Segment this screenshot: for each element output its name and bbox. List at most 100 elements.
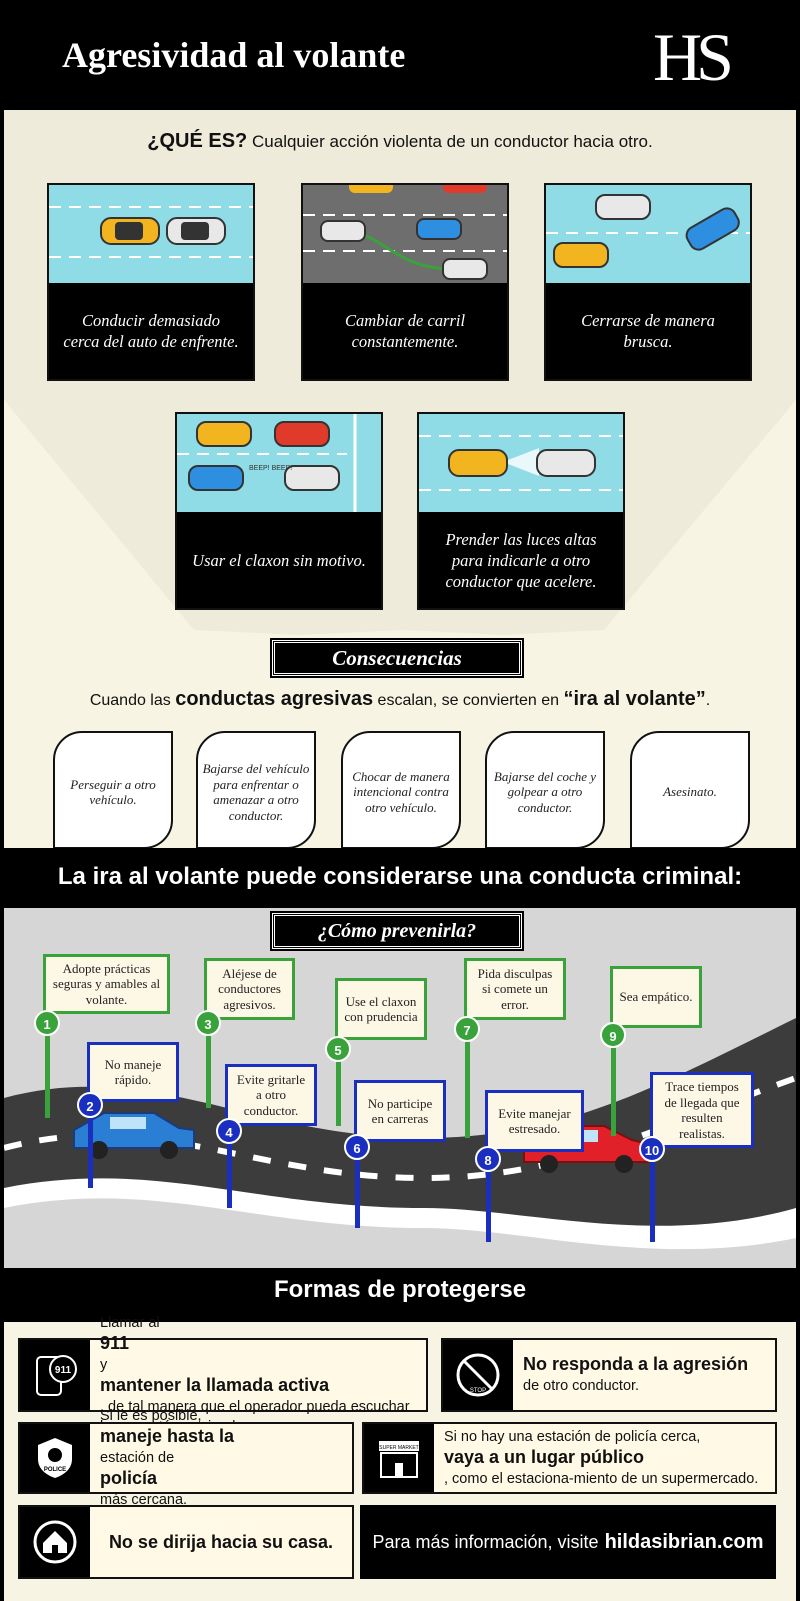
protect-text-no-home: No se dirija hacia su casa. (90, 1507, 352, 1577)
sign-pole (88, 1096, 93, 1188)
consequence-card-1: Perseguir a otro vehículo. (50, 730, 175, 850)
svg-text:BEEP! BEEP!: BEEP! BEEP! (249, 465, 292, 472)
police-text-e: más cercana. (100, 1492, 188, 1508)
behavior-text-3: Cerrarse de manera brusca. (581, 311, 715, 351)
tip-3: Aléjese de conductores agresivos. (204, 958, 295, 1020)
tip-number-2: 2 (77, 1092, 103, 1118)
behavior-card-1: Conducir demasiado cerca del auto de enf… (47, 183, 255, 381)
tip-6: No participe en carreras (354, 1080, 446, 1142)
tip-9: Sea empático. (610, 966, 702, 1028)
sign-pole (355, 1146, 360, 1228)
consequence-frame (630, 731, 750, 849)
high-beams-illustration (419, 414, 623, 512)
police-badge-icon: POLICE (20, 1424, 90, 1492)
consequence-card-3: Chocar de manera intencional contra otro… (338, 730, 463, 850)
home-icon (20, 1507, 90, 1577)
call-bold: mantener la llamada activa (100, 1375, 330, 1395)
consequence-text-1: Perseguir a otro vehículo. (70, 776, 156, 808)
header (0, 0, 800, 110)
consequence-frame (485, 731, 605, 849)
website-link[interactable]: hildasibrian.com (604, 1530, 764, 1553)
behavior-text-1: Conducir demasiado cerca del auto de enf… (63, 311, 239, 351)
no-respond-bold: No responda a la agresión (523, 1354, 749, 1374)
protect-item-police: POLICE Si le es posible, maneje hasta la… (18, 1408, 354, 1508)
consequences-intro: Cuando las conductas agresivas escalan, … (0, 688, 800, 711)
consequence-frame (341, 731, 461, 849)
behavior-text-5: Prender las luces altas para indicarle a… (445, 529, 597, 591)
consequence-frame (196, 731, 316, 849)
more-info-text: Para más información, visite (372, 1531, 599, 1552)
police-bold-d: policía (100, 1468, 158, 1488)
tailgating-illustration (49, 185, 253, 283)
police-text-a: Si le es posible, (100, 1408, 202, 1424)
consequence-card-5: Asesinato. (627, 730, 752, 850)
behavior-card-2: Cambiar de carril constantemente. (301, 183, 509, 381)
consequences-title: Consecuencias (270, 638, 524, 678)
public-text-a: Si no hay una estación de policía cerca, (444, 1429, 701, 1445)
public-text-c: , como el estaciona-miento de un superme… (444, 1471, 759, 1487)
tip-number-4: 4 (216, 1118, 242, 1144)
tip-number-5: 5 (325, 1036, 351, 1062)
what-is-label: ¿QUÉ ES? (147, 130, 248, 152)
call-text-c: y (100, 1357, 108, 1373)
police-text-c: estación de (100, 1450, 175, 1466)
tip-number-3: 3 (195, 1010, 221, 1036)
police-bold-b: maneje hasta la (100, 1426, 235, 1446)
blue-car (73, 1112, 195, 1159)
protect-item-call: 911 Llamar al 911 y mantener la llamada … (18, 1315, 428, 1435)
intro-period: . (705, 692, 711, 709)
sign-pole (45, 1010, 50, 1118)
protect-text-police: Si le es posible, maneje hasta la estaci… (90, 1408, 352, 1508)
sign-pole (611, 1036, 616, 1136)
intro-part: Cuando las (89, 692, 171, 709)
consequence-card-4: Bajarse del coche y golpear a otro condu… (482, 730, 607, 850)
tip-number-9: 9 (600, 1022, 626, 1048)
behavior-card-4: BEEP! BEEP! Usar el claxon sin motivo. (175, 412, 383, 610)
criminal-heading: La ira al volante puede considerarse una… (0, 848, 800, 908)
tip-number-8: 8 (475, 1146, 501, 1172)
consequence-text-3: Chocar de manera intencional contra otro… (352, 768, 450, 815)
protect-text-public-place: Si no hay una estación de policía cerca,… (434, 1424, 775, 1492)
protect-text-no-respond: No responda a la agresión de otro conduc… (513, 1340, 775, 1410)
tip-4: Evite gritarle a otro conductor. (225, 1064, 317, 1126)
no-respond-text: de otro conductor. (523, 1378, 640, 1394)
tip-number-7: 7 (454, 1016, 480, 1042)
tip-10: Trace tiempos de llegada que resulten re… (650, 1072, 754, 1148)
lane-change-illustration (303, 185, 507, 283)
svg-text:STOP: STOP (470, 1388, 486, 1394)
horn-illustration: BEEP! BEEP! (177, 414, 381, 512)
call-number: 911 (100, 1333, 130, 1353)
protect-item-public-place: SUPER MARKET Si no hay una estación de p… (362, 1422, 777, 1494)
tip-8: Evite manejar estresado. (485, 1090, 584, 1152)
hs-logo: HS (653, 19, 734, 95)
tip-7: Pida disculpas si comete un error. (464, 958, 566, 1020)
tip-number-6: 6 (344, 1134, 370, 1160)
phone-911-icon: 911 (20, 1340, 90, 1410)
stop-hand-icon: STOP (443, 1340, 513, 1410)
public-bold: vaya a un lugar público (444, 1447, 645, 1467)
consequence-text-5: Asesinato. (663, 784, 717, 800)
tip-5: Use el claxon con prudencia (335, 978, 427, 1040)
consequence-card-2: Bajarse del vehículo para enfrentar o am… (193, 730, 318, 850)
page-title: Agresividad al volante (62, 35, 406, 75)
sign-pole (486, 1160, 491, 1242)
behavior-card-5: Prender las luces altas para indicarle a… (417, 412, 625, 610)
sign-pole (227, 1128, 232, 1208)
supermarket-icon: SUPER MARKET (364, 1424, 434, 1492)
call-text-a: Llamar al (100, 1315, 160, 1331)
more-info-box: Para más información, visite hildasibria… (360, 1505, 776, 1579)
tip-1: Adopte prácticas seguras y amables al vo… (43, 954, 170, 1014)
tip-2: No maneje rápido. (87, 1042, 179, 1102)
protection-title: Formas de protegerse (273, 1276, 527, 1303)
sign-pole (465, 1028, 470, 1138)
protect-text-call: Llamar al 911 y mantener la llamada acti… (90, 1315, 426, 1435)
sign-pole (336, 1046, 341, 1126)
what-is-definition: ¿QUÉ ES? Cualquier acción violenta de un… (0, 130, 800, 153)
behavior-text-2: Cambiar de carril constantemente. (344, 311, 466, 351)
no-home-text: No se dirija hacia su casa. (108, 1532, 334, 1552)
sign-pole (206, 1020, 211, 1108)
consequence-frame (53, 731, 173, 849)
cut-off-illustration (546, 185, 750, 283)
behavior-text-4: Usar el claxon sin motivo. (192, 550, 366, 570)
intro-part: escalan, se convierten en (377, 692, 559, 709)
